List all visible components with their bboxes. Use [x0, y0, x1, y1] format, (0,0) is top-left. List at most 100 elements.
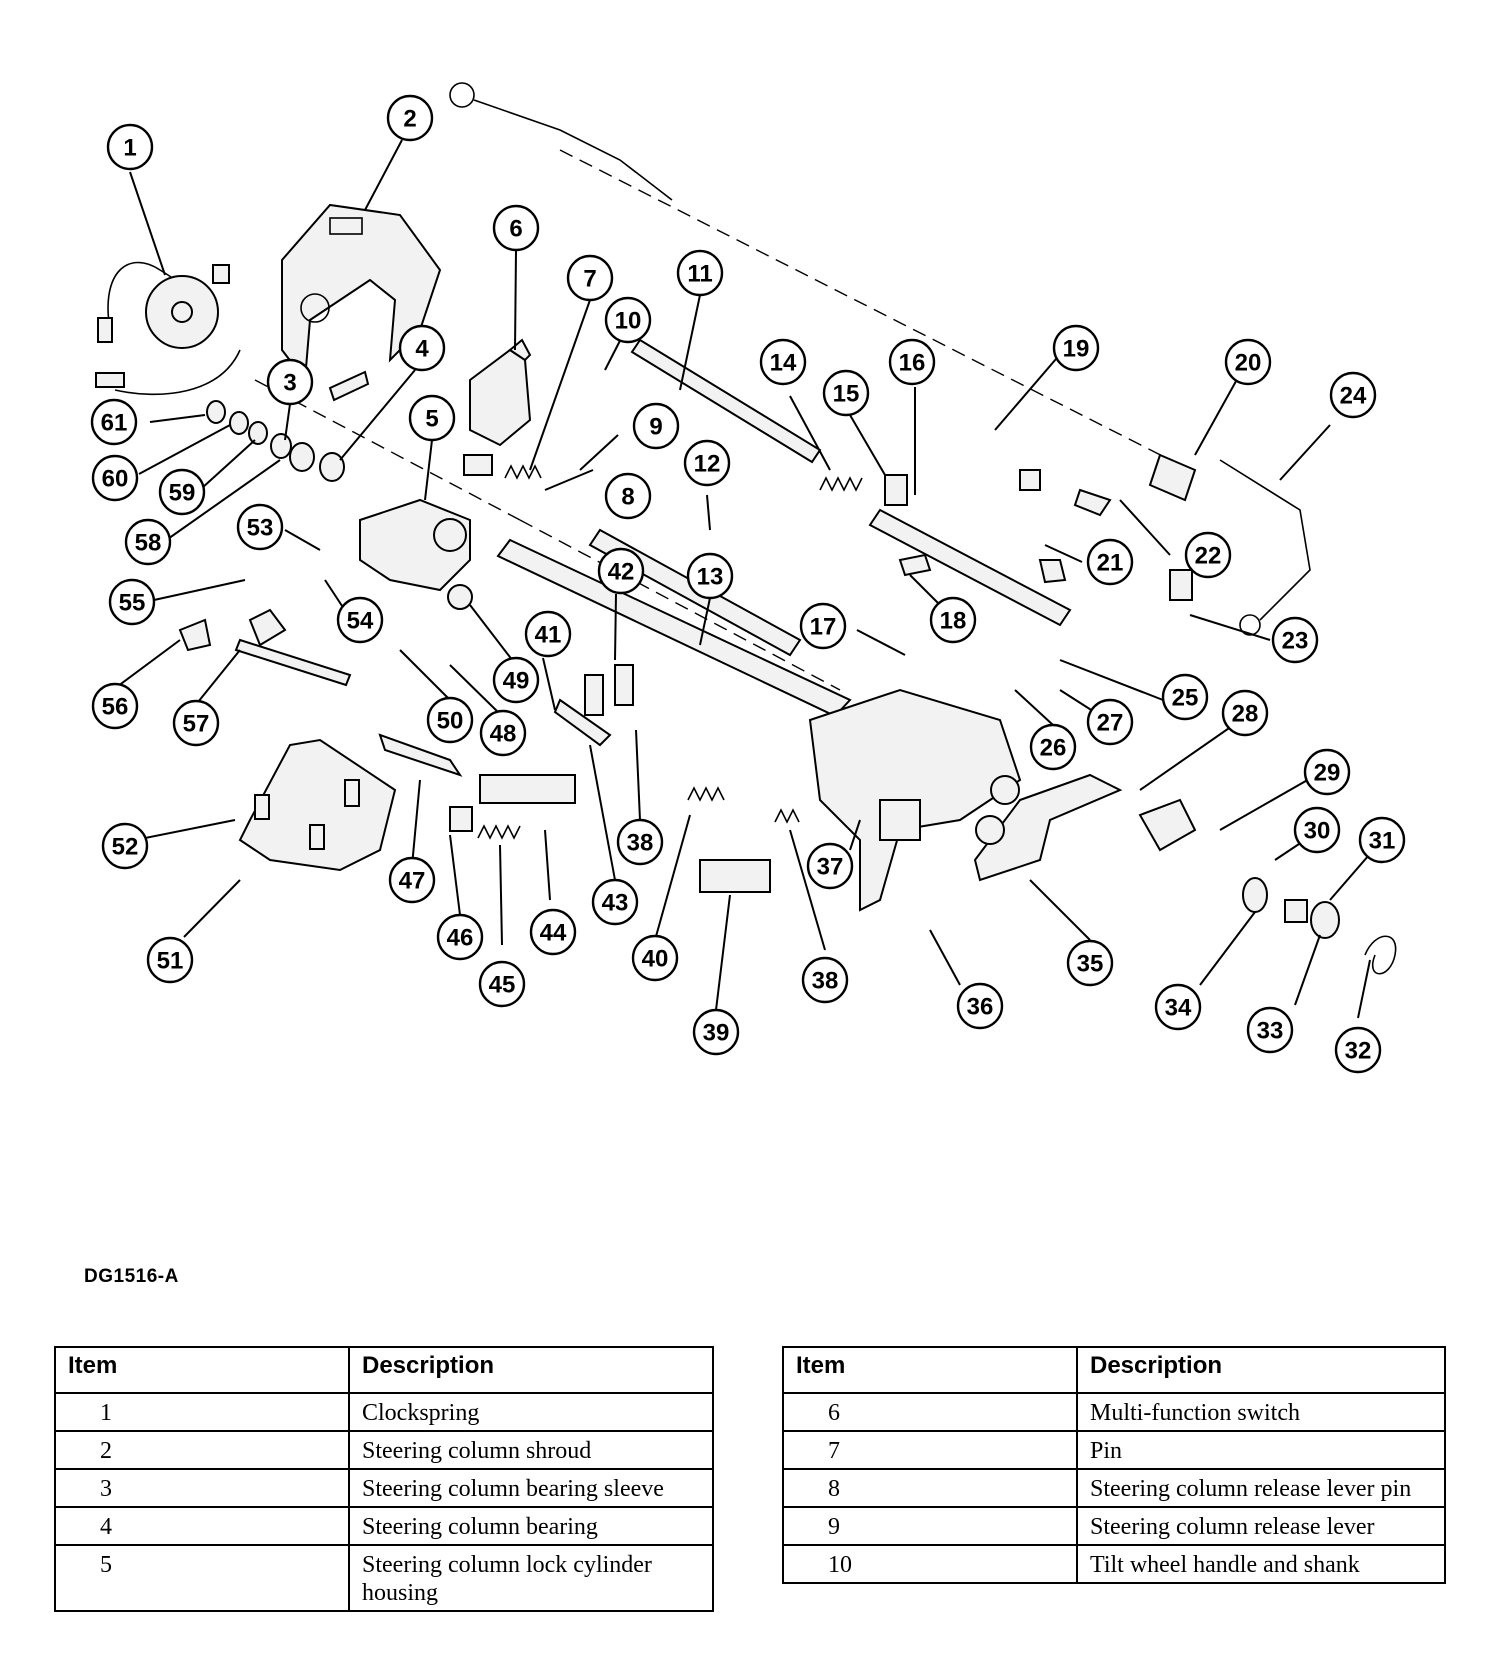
callout-52: 52 — [101, 822, 149, 870]
callout-13: 13 — [686, 552, 734, 600]
callout-19: 19 — [1052, 324, 1100, 372]
svg-text:14: 14 — [770, 350, 797, 377]
callout-9: 9 — [632, 402, 680, 450]
callout-58: 58 — [124, 518, 172, 566]
callout-38: 38 — [616, 818, 664, 866]
svg-text:56: 56 — [102, 694, 129, 721]
callout-41: 41 — [524, 610, 572, 658]
callout-38b: 38 — [801, 956, 849, 1004]
small-components-illustration — [178, 453, 1340, 939]
svg-text:38: 38 — [627, 830, 654, 857]
svg-text:11: 11 — [687, 261, 712, 288]
callout-4: 4 — [398, 324, 446, 372]
svg-text:33: 33 — [1257, 1018, 1284, 1045]
callout-6: 6 — [492, 204, 540, 252]
svg-text:37: 37 — [817, 854, 844, 881]
table-header-row: Item Description — [782, 1346, 1446, 1394]
svg-text:39: 39 — [703, 1020, 730, 1047]
item-description: Steering column bearing — [348, 1506, 714, 1546]
svg-text:22: 22 — [1195, 543, 1222, 570]
callout-30: 30 — [1293, 806, 1341, 854]
tilt-release-cable-illustration — [449, 82, 1311, 636]
callout-23: 23 — [1271, 616, 1319, 664]
callout-21: 21 — [1086, 538, 1134, 586]
svg-text:40: 40 — [642, 946, 669, 973]
svg-text:55: 55 — [119, 590, 146, 617]
item-number: 5 — [54, 1544, 350, 1612]
callout-25: 25 — [1161, 673, 1209, 721]
table-row: 6 Multi-function switch — [782, 1392, 1446, 1432]
svg-text:60: 60 — [102, 466, 129, 493]
item-number: 1 — [54, 1392, 350, 1432]
svg-text:12: 12 — [694, 451, 721, 478]
svg-text:21: 21 — [1097, 550, 1124, 577]
callout-43: 43 — [591, 878, 639, 926]
svg-text:48: 48 — [490, 721, 517, 748]
item-column-header: Item — [782, 1346, 1078, 1394]
callout-48: 48 — [479, 709, 527, 757]
assembly-axis-lines — [254, 149, 1191, 691]
description-column-header: Description — [1076, 1346, 1446, 1394]
svg-text:24: 24 — [1340, 383, 1367, 410]
figure-code: DG1516-A — [84, 1266, 179, 1287]
item-description: Steering column release lever pin — [1076, 1468, 1446, 1508]
parts-table-right: Item Description 6 Multi-function switch… — [782, 1346, 1446, 1584]
svg-text:32: 32 — [1345, 1038, 1372, 1065]
svg-text:13: 13 — [697, 564, 724, 591]
svg-text:27: 27 — [1097, 710, 1124, 737]
svg-text:44: 44 — [540, 920, 567, 947]
callout-7: 7 — [566, 254, 614, 302]
callout-11: 11 — [676, 249, 724, 297]
svg-text:4: 4 — [415, 336, 429, 363]
svg-text:7: 7 — [583, 266, 596, 293]
callout-47: 47 — [388, 856, 436, 904]
svg-text:2: 2 — [403, 106, 416, 133]
callout-29: 29 — [1303, 748, 1351, 796]
callout-28: 28 — [1221, 689, 1269, 737]
table-row: 4 Steering column bearing — [54, 1506, 714, 1546]
item-description: Steering column shroud — [348, 1430, 714, 1470]
callout-35: 35 — [1066, 939, 1114, 987]
svg-text:25: 25 — [1172, 685, 1199, 712]
table-row: 2 Steering column shroud — [54, 1430, 714, 1470]
table-row: 9 Steering column release lever — [782, 1506, 1446, 1546]
item-number: 2 — [54, 1430, 350, 1470]
svg-text:23: 23 — [1282, 628, 1309, 655]
svg-text:16: 16 — [899, 350, 926, 377]
item-description: Clockspring — [348, 1392, 714, 1432]
svg-text:49: 49 — [503, 668, 530, 695]
item-number: 7 — [782, 1430, 1078, 1470]
callouts: 1 2 3 4 5 6 7 8 9 10 11 12 13 14 15 16 1… — [90, 94, 1406, 1074]
callout-49: 49 — [492, 656, 540, 704]
svg-text:9: 9 — [649, 414, 662, 441]
svg-text:29: 29 — [1314, 760, 1341, 787]
springs-illustration — [477, 464, 1397, 975]
callout-59: 59 — [158, 468, 206, 516]
svg-text:8: 8 — [621, 484, 634, 511]
item-description: Steering column bearing sleeve — [348, 1468, 714, 1508]
table-row: 1 Clockspring — [54, 1392, 714, 1432]
svg-text:18: 18 — [940, 608, 967, 635]
callout-2: 2 — [386, 94, 434, 142]
item-number: 8 — [782, 1468, 1078, 1508]
svg-text:43: 43 — [602, 890, 629, 917]
lock-cylinder-housing-illustration — [359, 498, 473, 610]
callout-57: 57 — [172, 699, 220, 747]
svg-text:20: 20 — [1235, 350, 1262, 377]
callout-8: 8 — [604, 472, 652, 520]
svg-text:58: 58 — [135, 530, 162, 557]
svg-text:41: 41 — [535, 622, 562, 649]
callout-12: 12 — [683, 439, 731, 487]
lower-cover-illustration — [238, 738, 397, 872]
svg-text:15: 15 — [833, 381, 860, 408]
item-description: Steering column lock cylinder housing — [348, 1544, 714, 1612]
svg-text:26: 26 — [1040, 735, 1067, 762]
svg-text:57: 57 — [183, 711, 210, 738]
callout-54: 54 — [336, 596, 384, 644]
callout-31: 31 — [1358, 816, 1406, 864]
item-description: Pin — [1076, 1430, 1446, 1470]
svg-text:38: 38 — [812, 968, 839, 995]
callout-60: 60 — [91, 454, 139, 502]
item-number: 9 — [782, 1506, 1078, 1546]
table-row: 5 Steering column lock cylinder housing — [54, 1544, 714, 1612]
